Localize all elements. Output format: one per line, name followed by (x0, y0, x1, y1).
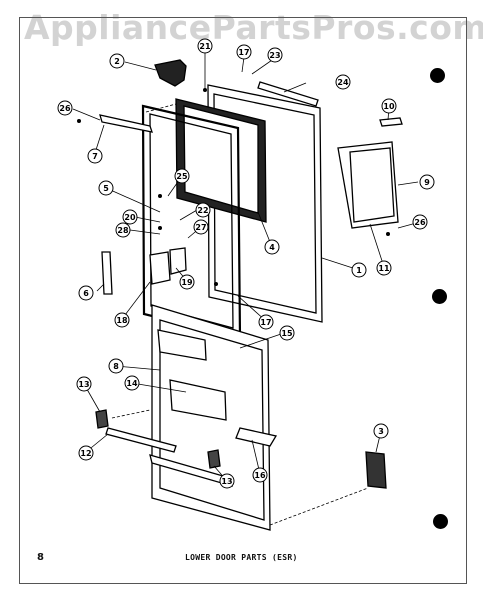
callout-28: 28 (115, 222, 131, 238)
diagram-caption: LOWER DOOR PARTS (ESR) (185, 553, 298, 562)
callout-10: 10 (381, 98, 397, 114)
door-shelf (105, 427, 177, 453)
callout-7: 7 (87, 148, 103, 164)
svg-text:13: 13 (78, 380, 89, 389)
callout-24: 24 (335, 74, 351, 90)
page-number: 8 (37, 552, 44, 563)
svg-text:4: 4 (269, 243, 275, 252)
callout-16: 16 (252, 467, 268, 483)
svg-text:11: 11 (378, 264, 390, 273)
svg-text:8: 8 (113, 362, 119, 371)
svg-text:28: 28 (117, 226, 129, 235)
svg-text:16: 16 (254, 471, 266, 480)
top-strip (257, 81, 319, 107)
svg-text:10: 10 (383, 102, 395, 111)
callout-2: 2 (109, 53, 125, 69)
svg-text:26: 26 (414, 218, 426, 227)
shelf-bracket-right (207, 449, 221, 469)
svg-text:5: 5 (103, 184, 109, 193)
handle-assembly (337, 141, 399, 229)
callout-13-lower: 13 (219, 473, 235, 489)
svg-text:18: 18 (116, 316, 128, 325)
liner-shelf (157, 329, 207, 361)
svg-text:22: 22 (197, 206, 208, 215)
handle-cap (379, 117, 403, 127)
hinge-bracket (169, 247, 187, 275)
side-strip (101, 251, 113, 295)
svg-text:6: 6 (83, 289, 89, 298)
svg-text:17: 17 (238, 48, 249, 57)
callout-23: 23 (267, 47, 283, 63)
callout-4: 4 (264, 239, 280, 255)
svg-text:15: 15 (281, 329, 293, 338)
diagram-frame (19, 17, 467, 584)
callout-markers: 1 2 3 4 5 6 7 8 9 10 11 12 13 13 14 15 1… (57, 38, 435, 489)
shelf-bracket-left (95, 409, 109, 429)
callout-19: 19 (179, 274, 195, 290)
svg-text:12: 12 (80, 449, 91, 458)
svg-text:26: 26 (59, 104, 71, 113)
svg-text:20: 20 (124, 213, 136, 222)
svg-text:3: 3 (378, 427, 384, 436)
lower-hinge (149, 251, 171, 285)
callout-5: 5 (98, 180, 114, 196)
callout-11: 11 (376, 260, 392, 276)
binder-hole-middle (432, 289, 447, 304)
callout-9: 9 (419, 174, 435, 190)
svg-text:1: 1 (356, 266, 362, 275)
callout-8: 8 (108, 358, 124, 374)
callout-26-left: 26 (57, 100, 73, 116)
svg-text:13: 13 (221, 477, 232, 486)
svg-text:19: 19 (181, 278, 193, 287)
watermark: AppliancePartsPros.com (24, 8, 483, 47)
callout-6: 6 (78, 285, 94, 301)
fasteners (77, 88, 390, 286)
callout-12: 12 (78, 445, 94, 461)
callout-14: 14 (124, 375, 140, 391)
svg-text:21: 21 (199, 42, 211, 51)
svg-text:27: 27 (195, 223, 206, 232)
top-trim (99, 114, 153, 133)
callout-15: 15 (279, 325, 295, 341)
callout-13-upper: 13 (76, 376, 92, 392)
gasket-piece (365, 451, 387, 489)
door-bin (235, 427, 278, 447)
svg-text:2: 2 (114, 57, 120, 66)
door-outer-panel-inner (213, 93, 317, 314)
callout-1: 1 (351, 262, 367, 278)
upper-hinge (154, 59, 187, 87)
svg-text:17: 17 (260, 318, 271, 327)
callout-18: 18 (114, 312, 130, 328)
binder-hole-top (430, 68, 445, 83)
callout-26-right: 26 (412, 214, 428, 230)
svg-text:25: 25 (176, 172, 188, 181)
svg-text:7: 7 (92, 152, 98, 161)
callout-22: 22 (195, 202, 211, 218)
callout-20: 20 (122, 209, 138, 225)
callout-17-bottom: 17 (258, 314, 274, 330)
liner-pocket (169, 379, 227, 421)
callout-17-top: 17 (236, 44, 252, 60)
svg-text:24: 24 (337, 78, 349, 87)
callout-27: 27 (193, 219, 209, 235)
svg-text:14: 14 (126, 379, 138, 388)
svg-text:9: 9 (424, 178, 430, 187)
callout-25: 25 (174, 168, 190, 184)
binder-hole-bottom (433, 514, 448, 529)
svg-text:23: 23 (269, 51, 280, 60)
callout-21: 21 (197, 38, 213, 54)
callout-3: 3 (373, 423, 389, 439)
